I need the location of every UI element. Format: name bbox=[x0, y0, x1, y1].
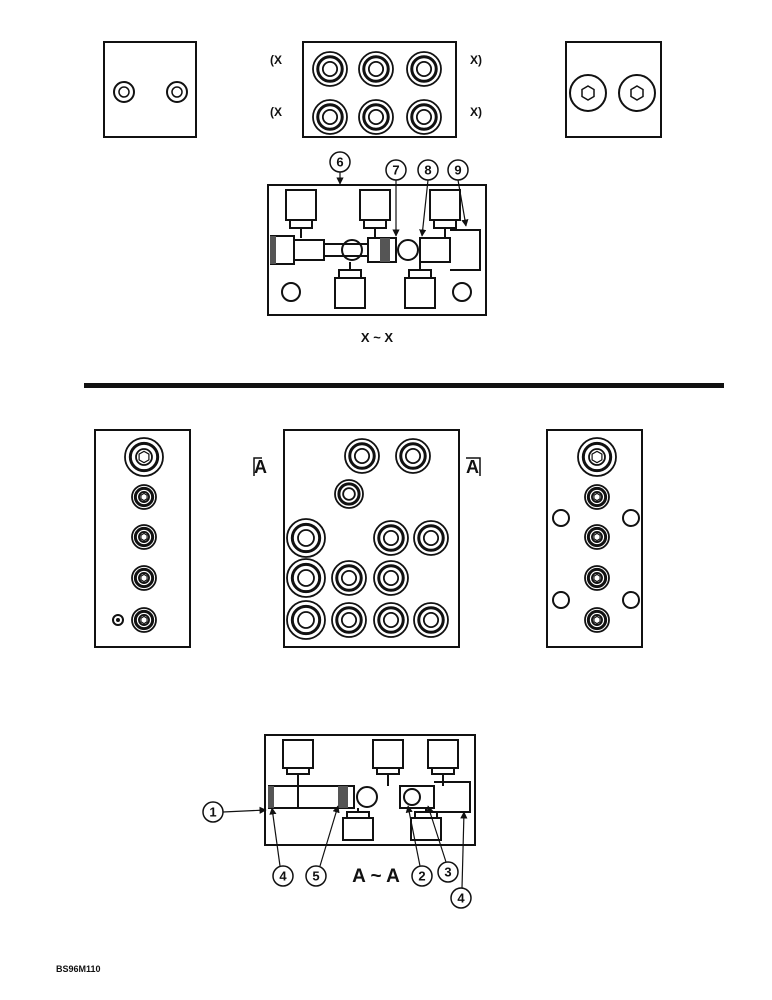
port-fitting-icon bbox=[131, 565, 157, 591]
plug-icon bbox=[569, 74, 607, 112]
mounting-hole-icon bbox=[552, 591, 570, 609]
section-divider bbox=[84, 383, 724, 388]
small-port-icon bbox=[112, 614, 124, 626]
plug-icon bbox=[618, 74, 656, 112]
callout-8: 8 bbox=[417, 159, 439, 237]
port-fitting-icon bbox=[406, 99, 442, 135]
callout-5: 5 bbox=[305, 805, 340, 887]
port-fitting-icon bbox=[286, 518, 326, 558]
section-a-a-view: A ~ A 1 4 5 2 3 4 bbox=[202, 734, 476, 909]
mounting-hole-icon bbox=[552, 509, 570, 527]
port-fitting-icon bbox=[131, 607, 157, 633]
port-fitting-icon bbox=[344, 438, 380, 474]
section-label-x-x: X ~ X bbox=[361, 330, 393, 345]
callout-2: 2 bbox=[405, 805, 433, 887]
port-fitting-icon bbox=[395, 438, 431, 474]
callout-1: 1 bbox=[202, 801, 267, 823]
port-fitting-icon bbox=[358, 99, 394, 135]
lower-front-view: A A bbox=[253, 429, 481, 648]
lower-left-end-view bbox=[94, 429, 191, 648]
svg-text:4: 4 bbox=[279, 869, 287, 884]
port-fitting-icon bbox=[331, 602, 367, 638]
upper-front-view: (X X) (X X) bbox=[270, 41, 482, 138]
plug-icon bbox=[577, 437, 617, 477]
port-fitting-icon bbox=[584, 607, 610, 633]
svg-text:5: 5 bbox=[312, 869, 319, 884]
port-fitting-icon bbox=[131, 484, 157, 510]
callout-4-right: 4 bbox=[450, 811, 472, 909]
section-arrow-x-right-top: X) bbox=[470, 53, 482, 67]
svg-text:9: 9 bbox=[454, 163, 461, 178]
section-arrow-x-left-top: (X bbox=[270, 53, 282, 67]
svg-text:2: 2 bbox=[418, 869, 425, 884]
port-fitting-icon bbox=[331, 560, 367, 596]
port-fitting-icon bbox=[312, 51, 348, 87]
port-fitting-icon bbox=[373, 602, 409, 638]
port-fitting-icon bbox=[584, 484, 610, 510]
port-fitting-icon bbox=[584, 524, 610, 550]
callout-6: 6 bbox=[329, 151, 351, 185]
section-x-x-view: X ~ X 6 7 8 9 bbox=[267, 151, 487, 345]
upper-left-end-view bbox=[103, 41, 197, 138]
port-fitting-icon bbox=[406, 51, 442, 87]
callout-4-left: 4 bbox=[269, 807, 294, 887]
upper-right-end-view bbox=[565, 41, 662, 138]
port-fitting-icon bbox=[166, 81, 188, 103]
port-fitting-icon bbox=[312, 99, 348, 135]
port-fitting-icon bbox=[373, 560, 409, 596]
callout-7: 7 bbox=[385, 159, 407, 237]
section-arrow-a-right: A bbox=[466, 457, 479, 477]
port-fitting-icon bbox=[131, 524, 157, 550]
plug-icon bbox=[124, 437, 164, 477]
lower-right-end-view bbox=[546, 429, 643, 648]
svg-text:7: 7 bbox=[392, 163, 399, 178]
svg-text:1: 1 bbox=[209, 805, 216, 820]
callout-9: 9 bbox=[447, 159, 469, 227]
port-fitting-icon bbox=[373, 520, 409, 556]
svg-text:3: 3 bbox=[444, 865, 451, 880]
port-fitting-icon bbox=[584, 565, 610, 591]
port-fitting-icon bbox=[113, 81, 135, 103]
figure-code: BS96M110 bbox=[56, 964, 101, 974]
svg-text:4: 4 bbox=[457, 891, 465, 906]
mounting-hole-icon bbox=[622, 509, 640, 527]
callout-3: 3 bbox=[426, 805, 459, 883]
port-fitting-icon bbox=[358, 51, 394, 87]
section-label-a-a: A ~ A bbox=[352, 866, 400, 887]
port-fitting-icon bbox=[334, 479, 364, 509]
port-fitting-icon bbox=[413, 602, 449, 638]
port-fitting-icon bbox=[286, 600, 326, 640]
svg-text:6: 6 bbox=[336, 155, 343, 170]
section-arrow-x-right-bottom: X) bbox=[470, 105, 482, 119]
section-arrow-x-left-bottom: (X bbox=[270, 105, 282, 119]
port-fitting-icon bbox=[286, 558, 326, 598]
port-fitting-icon bbox=[413, 520, 449, 556]
mounting-hole-icon bbox=[622, 591, 640, 609]
svg-text:8: 8 bbox=[424, 163, 431, 178]
section-arrow-a-left: A bbox=[254, 457, 267, 477]
